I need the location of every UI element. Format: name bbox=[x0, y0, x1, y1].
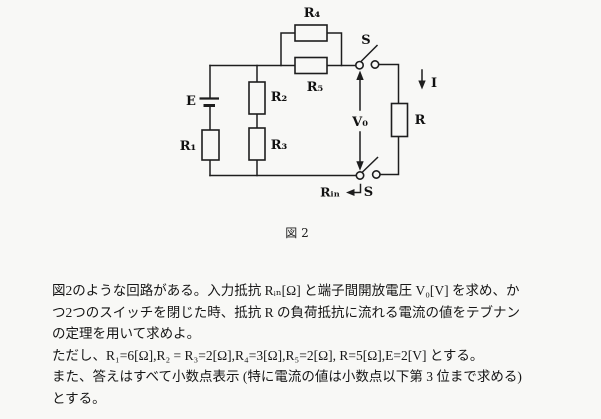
problem-statement: 図2のような回路がある。入力抵抗 Rᵢₙ[Ω] と端子間開放電圧 V₀[V] を… bbox=[52, 280, 572, 410]
wire-r4-bridge bbox=[280, 32, 343, 67]
switch-bottom-icon bbox=[355, 156, 381, 181]
switch-bottom-terminal-left bbox=[355, 171, 365, 181]
label-rin: Rᵢₙ bbox=[320, 185, 340, 200]
label-e: E bbox=[186, 94, 196, 109]
current-arrow-head bbox=[418, 80, 426, 90]
resistor-r3-body bbox=[248, 127, 266, 161]
label-s-bottom: S bbox=[364, 185, 373, 200]
problem-line-1: 図2のような回路がある。入力抵抗 Rᵢₙ[Ω] と端子間開放電圧 V₀[V] を… bbox=[52, 283, 520, 298]
resistor-r-load-body bbox=[390, 102, 409, 138]
switch-bottom-terminal-right bbox=[371, 170, 381, 180]
v0-arrow-down-head bbox=[356, 161, 364, 171]
battery-icon bbox=[199, 97, 219, 107]
label-s-top: S bbox=[361, 33, 370, 48]
switch-top-terminal-left bbox=[354, 60, 364, 70]
wire-right-top bbox=[377, 63, 400, 105]
label-i: I bbox=[431, 76, 437, 91]
resistor-r5-body bbox=[294, 56, 328, 75]
problem-line-5: また、答えはすべて小数点表示 (特に電流の値は小数点以下第 3 位まで求める) bbox=[52, 369, 522, 385]
v0-arrow-up-head bbox=[356, 70, 364, 80]
problem-line-2: つ2つのスイッチを閉じた時、抵抗 R の負荷抵抗に流れる電流の値をテブナン bbox=[52, 304, 521, 320]
label-r2: R₂ bbox=[271, 90, 288, 105]
resistor-r2-body bbox=[248, 81, 266, 115]
v0-arrow bbox=[356, 70, 364, 171]
label-r1: R₁ bbox=[180, 139, 197, 154]
switch-top-blade bbox=[360, 44, 379, 63]
problem-line-6: とする。 bbox=[52, 390, 106, 406]
resistor-r1-body bbox=[201, 129, 220, 161]
rin-arrow-head bbox=[346, 189, 355, 196]
switch-bottom-blade bbox=[361, 156, 379, 174]
figure-caption: 図 2 bbox=[285, 226, 308, 240]
problem-line-4: ただし、R₁=6[Ω],R₂ = R₃=2[Ω],R₄=3[Ω],R₅=2[Ω]… bbox=[52, 347, 484, 363]
label-r4: R₄ bbox=[304, 6, 321, 21]
circuit-wires bbox=[209, 32, 400, 177]
circuit-diagram: E R₁ R₂ R₃ R₄ R₅ R S S bbox=[180, 6, 437, 240]
rin-arrow-icon bbox=[346, 183, 362, 196]
current-arrow-icon bbox=[418, 69, 426, 90]
label-v0: V₀ bbox=[351, 115, 368, 130]
label-r3: R₃ bbox=[271, 138, 288, 153]
switch-top-terminal-right bbox=[370, 59, 380, 69]
label-r5: R₅ bbox=[307, 80, 324, 95]
switch-top-icon bbox=[354, 44, 380, 70]
problem-line-3: の定理を用いて求めよ。 bbox=[52, 326, 201, 342]
label-r-load: R bbox=[415, 113, 426, 128]
resistor-r4-body bbox=[294, 24, 328, 42]
wire-right-bottom bbox=[379, 135, 400, 176]
